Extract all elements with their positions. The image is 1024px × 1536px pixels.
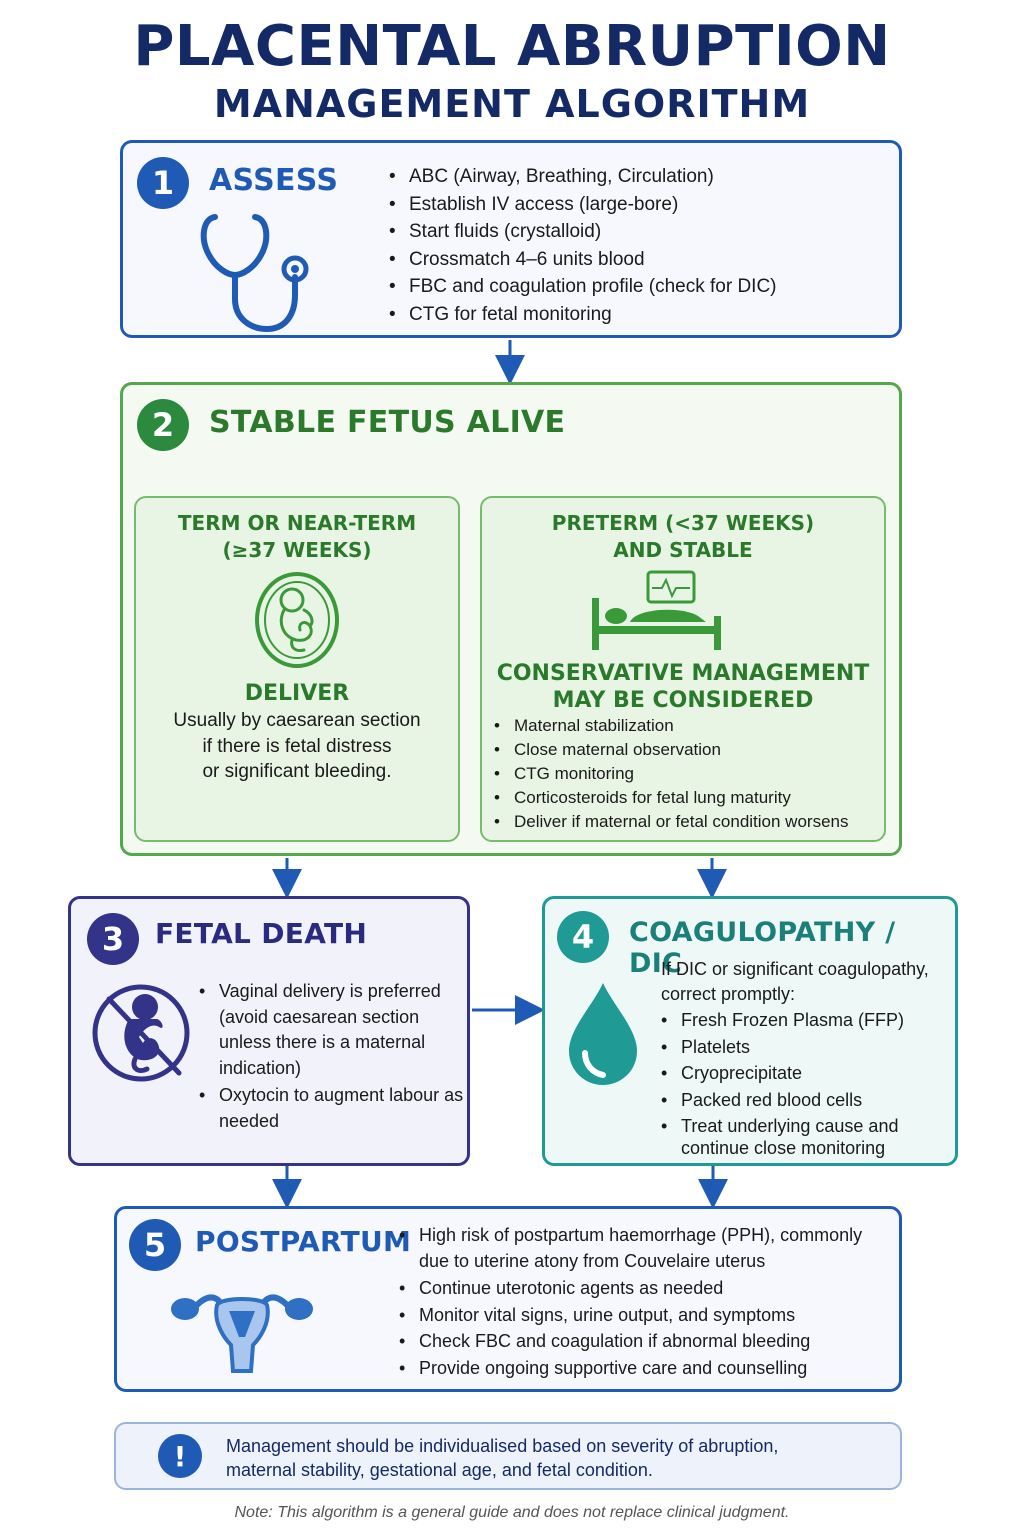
preterm-action-2: MAY BE CONSIDERED (552, 688, 814, 713)
stethoscope-icon (200, 214, 309, 333)
coag-list: Fresh Frozen Plasma (FFP) Platelets Cryo… (659, 1007, 949, 1159)
uterus-icon (171, 1294, 313, 1373)
list-item: Monitor vital signs, urine output, and s… (397, 1303, 897, 1329)
hospital-bed-monitor-icon (592, 570, 721, 650)
step-number-badge: 1 (137, 157, 189, 209)
preterm-heading-1: PRETERM (<37 WEEKS) (551, 511, 815, 535)
preterm-heading-2: AND STABLE (613, 538, 753, 562)
callout-line: Management should be individualised base… (226, 1436, 779, 1456)
list-item: CTG monitoring (492, 762, 848, 786)
callout-note: ! Management should be individualised ba… (114, 1422, 902, 1490)
step-heading: COAGULOPATHY / DIC (629, 917, 896, 979)
page-subtitle: MANAGEMENT ALGORITHM (213, 82, 811, 126)
list-item: Treat underlying cause and continue clos… (659, 1115, 949, 1159)
coag-intro-line: If DIC or significant coagulopathy, (661, 959, 929, 979)
list-item: Cryoprecipitate (659, 1060, 949, 1087)
assess-list: ABC (Airway, Breathing, Circulation) Est… (387, 163, 777, 329)
blood-drop-icon (569, 983, 637, 1085)
list-item: Maternal stabilization (492, 714, 848, 738)
step-postpartum: 5 POSTPARTUM High risk of postpartum hae… (114, 1206, 902, 1392)
list-item: Crossmatch 4–6 units blood (387, 246, 777, 274)
list-item: Vaginal delivery is preferred (avoid cae… (197, 979, 467, 1081)
list-item: Start fluids (crystalloid) (387, 218, 777, 246)
list-item: Close maternal observation (492, 738, 848, 762)
page-title: PLACENTAL ABRUPTION (133, 14, 891, 79)
step-number-badge: 3 (87, 913, 139, 965)
list-item: Oxytocin to augment labour as needed (197, 1083, 467, 1134)
list-item: FBC and coagulation profile (check for D… (387, 273, 777, 301)
step-assess: 1 ASSESS ABC (Airway, Breathing, Circula… (120, 140, 902, 338)
step-fetal-death: 3 FETAL DEATH Vaginal delivery is prefer… (68, 896, 470, 1166)
list-item: Check FBC and coagulation if abnormal bl… (397, 1329, 897, 1355)
list-item: Continue uterotonic agents as needed (397, 1276, 897, 1302)
no-fetus-icon (92, 984, 190, 1082)
list-item: Corticosteroids for fetal lung maturity (492, 786, 848, 810)
term-action: DELIVER (244, 681, 350, 706)
callout-line: maternal stability, gestational age, and… (226, 1460, 653, 1480)
term-heading-1: TERM OR NEAR-TERM (177, 511, 417, 535)
list-item: Provide ongoing supportive care and coun… (397, 1356, 897, 1382)
term-desc-line: if there is fetal distress (202, 735, 392, 757)
fetus-icon (255, 572, 339, 668)
step-heading: ASSESS (209, 163, 339, 198)
callout-text: Management should be individualised base… (226, 1434, 778, 1482)
list-item: Establish IV access (large-bore) (387, 191, 777, 219)
list-item: High risk of postpartum haemorrhage (PPH… (397, 1223, 897, 1274)
step-heading: POSTPARTUM (195, 1225, 412, 1258)
exclamation-icon: ! (158, 1434, 202, 1478)
step-heading: STABLE FETUS ALIVE (209, 405, 566, 440)
preterm-list: Maternal stabilization Close maternal ob… (492, 714, 848, 834)
step-number-badge: 4 (557, 911, 609, 963)
coag-intro-line: correct promptly: (661, 984, 796, 1004)
term-description: Usually by caesarean section if there is… (136, 708, 458, 785)
list-item: Packed red blood cells (659, 1087, 949, 1114)
term-option: TERM OR NEAR-TERM (≥37 WEEKS) DELIVER Us… (134, 496, 460, 842)
postpartum-list: High risk of postpartum haemorrhage (PPH… (397, 1223, 897, 1381)
term-desc-line: or significant bleeding. (202, 761, 392, 782)
list-item: CTG for fetal monitoring (387, 301, 777, 329)
preterm-action-1: CONSERVATIVE MANAGEMENT (496, 661, 870, 686)
list-item: Platelets (659, 1034, 949, 1061)
coag-intro: If DIC or significant coagulopathy, corr… (661, 957, 929, 1007)
step-heading: FETAL DEATH (155, 917, 368, 950)
term-desc-line: Usually by caesarean section (173, 710, 421, 731)
step-number-badge: 5 (129, 1219, 181, 1271)
preterm-option: PRETERM (<37 WEEKS) AND STABLE CONSERVAT… (480, 496, 886, 842)
footnote: Note: This algorithm is a general guide … (234, 1504, 790, 1521)
list-item: ABC (Airway, Breathing, Circulation) (387, 163, 777, 191)
list-item: Deliver if maternal or fetal condition w… (492, 810, 848, 834)
step-coagulopathy: 4 COAGULOPATHY / DIC If DIC or significa… (542, 896, 958, 1166)
term-heading-2: (≥37 WEEKS) (222, 538, 372, 562)
list-item: Fresh Frozen Plasma (FFP) (659, 1007, 949, 1034)
fetal-death-list: Vaginal delivery is preferred (avoid cae… (197, 979, 467, 1134)
step-number-badge: 2 (137, 399, 189, 451)
